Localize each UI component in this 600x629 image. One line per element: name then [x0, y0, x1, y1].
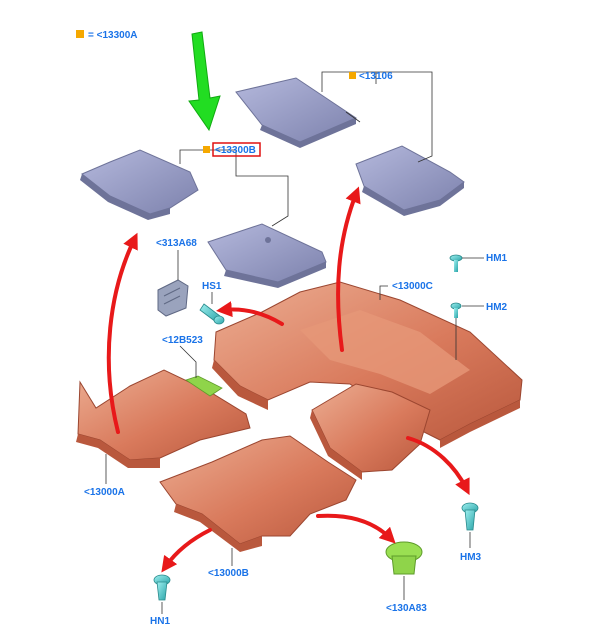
label-13000B: <13000B — [208, 568, 249, 579]
label-hn1: HN1 — [150, 616, 170, 627]
plug-130A83-icon — [385, 541, 423, 575]
fastener-hn1-icon — [153, 574, 171, 601]
pad-12B523 — [185, 375, 223, 397]
floor-pan-front-middle — [159, 435, 357, 552]
label-hm2: HM2 — [486, 302, 508, 313]
label-hm3: HM3 — [460, 552, 482, 563]
mat-front-left — [80, 149, 199, 220]
label-hs1: HS1 — [202, 281, 222, 292]
move-arrows — [106, 186, 470, 573]
legend-marker — [76, 30, 84, 38]
legend-text: = <13300A — [88, 30, 138, 41]
label-130A83: <130A83 — [386, 603, 427, 614]
label-hm1: HM1 — [486, 253, 508, 264]
mat-front-right — [355, 145, 465, 216]
fastener-hm3-icon — [461, 502, 479, 531]
label-13000A: <13000A — [84, 487, 125, 498]
leader-lines-parts — [105, 250, 484, 614]
mat-rear-top — [235, 77, 358, 148]
screw-hs1-icon — [199, 303, 225, 325]
highlight-box — [212, 142, 261, 157]
marker-13106 — [349, 72, 356, 79]
label-313A68: <313A68 — [156, 238, 197, 249]
clip-hm1-icon — [449, 254, 463, 272]
floor-pan-front-left — [76, 369, 251, 468]
clip-hm2-icon — [450, 302, 462, 318]
label-13106: <13106 — [359, 71, 393, 82]
marker-13300B — [203, 146, 210, 153]
label-12B523: <12B523 — [162, 335, 203, 346]
mat-rear-left — [207, 223, 327, 288]
bracket-313A68 — [157, 279, 189, 317]
pointer-arrow-icon — [188, 31, 221, 132]
label-13000C: <13000C — [392, 281, 433, 292]
label-13300B: <13300B — [215, 145, 256, 156]
floor-pan-rear — [212, 281, 523, 448]
